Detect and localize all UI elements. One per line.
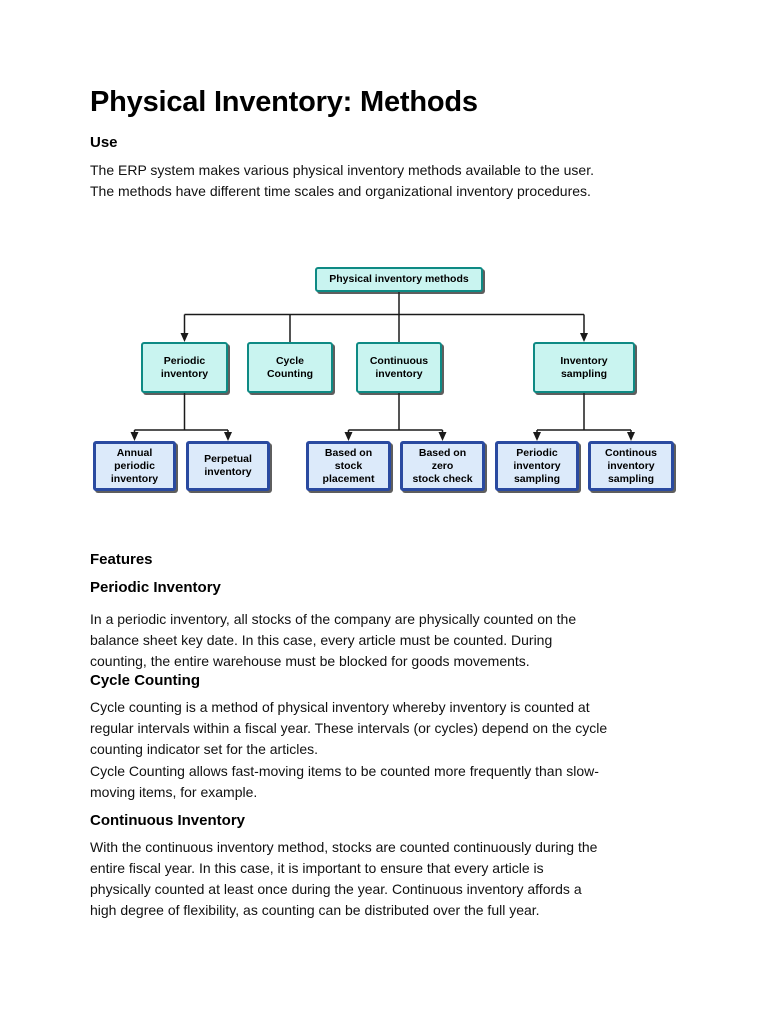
use-heading: Use [90, 134, 118, 151]
periodic-inventory-paragraph: In a periodic inventory, all stocks of t… [90, 611, 577, 669]
features-heading: Features [90, 551, 153, 568]
diagram-box-perpetual-inventory: Perpetual inventory [186, 441, 270, 491]
cycle-counting-paragraph-1: Cycle counting is a method of physical i… [90, 699, 608, 757]
inventory-methods-diagram: Physical inventory methods Periodic inve… [88, 262, 688, 507]
periodic-inventory-heading: Periodic Inventory [90, 579, 221, 596]
diagram-box-periodic-inventory: Periodic inventory [141, 342, 228, 393]
diagram-box-inventory-sampling: Inventory sampling [533, 342, 635, 393]
use-paragraph: The ERP system makes various physical in… [90, 162, 594, 199]
cycle-counting-paragraph-2: Cycle Counting allows fast-moving items … [90, 763, 599, 800]
page-title: Physical Inventory: Methods [90, 86, 478, 118]
diagram-box-periodic-inventory-sampling: Periodic inventory sampling [495, 441, 579, 491]
diagram-box-based-on-zero-stock-check: Based on zero stock check [400, 441, 485, 491]
diagram-box-cycle-counting: Cycle Counting [247, 342, 333, 393]
continuous-inventory-heading: Continuous Inventory [90, 812, 245, 829]
diagram-box-continuous-inventory: Continuous inventory [356, 342, 442, 393]
diagram-box-based-on-stock-placement: Based on stock placement [306, 441, 391, 491]
cycle-counting-heading: Cycle Counting [90, 672, 201, 689]
arrowheads [130, 333, 635, 441]
diagram-box-annual-periodic-inventory: Annual periodic inventory [93, 441, 176, 491]
diagram-box-continous-inventory-sampling: Continous inventory sampling [588, 441, 674, 491]
diagram-box-physical-inventory-methods: Physical inventory methods [315, 267, 483, 292]
connector-lines [130, 291, 635, 441]
continuous-inventory-paragraph: With the continuous inventory method, st… [90, 839, 598, 918]
